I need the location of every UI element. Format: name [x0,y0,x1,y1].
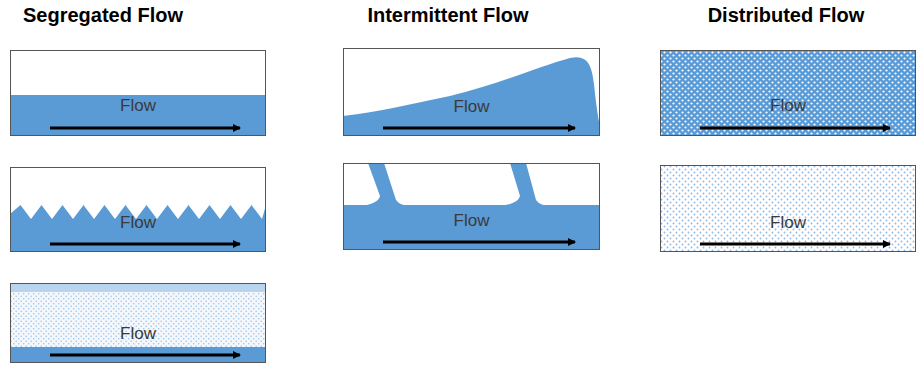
flow-panel: Flow [660,165,916,252]
flow-panel: Flow [660,50,916,136]
slug-wave [343,57,600,136]
liquid-plug [360,163,412,206]
wavy-liquid [10,205,266,252]
column-heading: Intermittent Flow [367,4,528,27]
liquid-film [10,347,266,363]
flow-label: Flow [344,97,599,117]
flow-label: Flow [344,211,599,231]
mist-fill [660,165,916,252]
bubbly-fill [660,50,916,136]
column-heading: Distributed Flow [708,4,865,27]
liquid-film [10,283,266,292]
liquid-plug [500,163,552,206]
flow-label: Flow [11,324,265,344]
flow-panel: Flow [10,167,266,252]
liquid-layer [10,95,266,136]
flow-label: Flow [11,96,265,116]
column-heading: Segregated Flow [23,4,183,27]
flow-panel: Flow [343,163,600,250]
flow-label: Flow [661,96,915,116]
mist-core [10,283,266,363]
liquid-layer [343,205,600,250]
flow-label: Flow [661,213,915,233]
flow-arrows [50,128,890,355]
flow-panel: Flow [343,48,600,136]
flow-panel: Flow [10,50,266,136]
flow-panel: Flow [10,283,266,363]
flow-label: Flow [11,213,265,233]
